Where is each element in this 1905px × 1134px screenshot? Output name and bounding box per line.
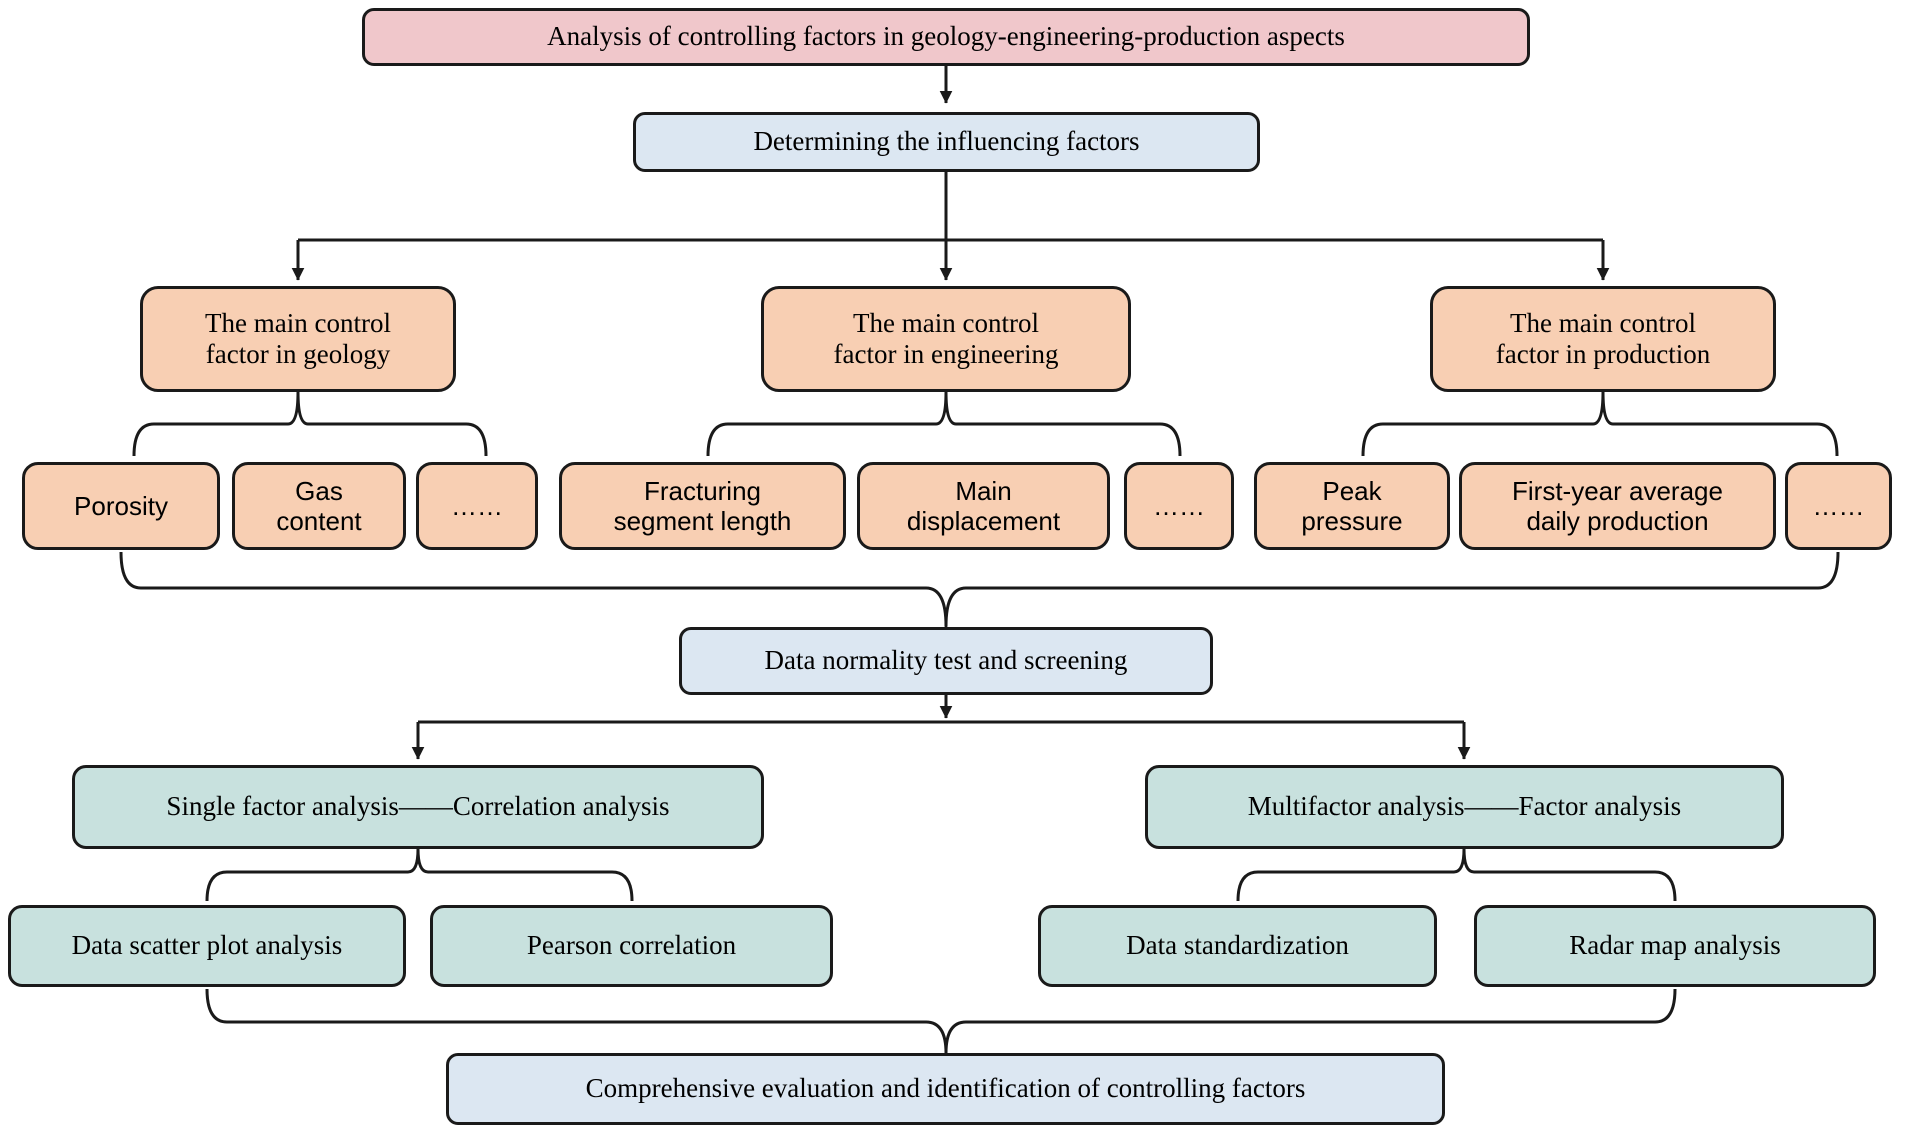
brace-production-children: [1361, 390, 1839, 457]
node-first-year-average-daily-production: First-year average daily production: [1459, 462, 1776, 550]
node-pearson-correlation: Pearson correlation: [430, 905, 833, 987]
node-production-factor: The main control factor in production: [1430, 286, 1776, 392]
node-single-factor-analysis: Single factor analysis——Correlation anal…: [72, 765, 764, 849]
node-comprehensive-evaluation: Comprehensive evaluation and identificat…: [446, 1053, 1445, 1125]
node-fracturing-segment-length: Fracturing segment length: [559, 462, 846, 550]
node-ellipsis-geology: ……: [416, 462, 538, 550]
node-ellipsis-production: ……: [1785, 462, 1892, 550]
node-ellipsis-engineering: ……: [1124, 462, 1234, 550]
node-determining-factors: Determining the influencing factors: [633, 112, 1260, 172]
node-porosity: Porosity: [22, 462, 220, 550]
node-title: Analysis of controlling factors in geolo…: [362, 8, 1530, 66]
node-engineering-factor: The main control factor in engineering: [761, 286, 1131, 392]
brace-converge-to-normality: [119, 551, 1840, 628]
brace-engineering-children: [706, 390, 1182, 457]
node-gas-content: Gas content: [232, 462, 406, 550]
node-data-standardization: Data standardization: [1038, 905, 1437, 987]
brace-converge-to-final: [205, 988, 1677, 1055]
node-data-normality-test: Data normality test and screening: [679, 627, 1213, 695]
brace-single-children: [205, 847, 634, 902]
brace-multi-children: [1236, 847, 1677, 902]
brace-geology-children: [132, 390, 488, 457]
node-main-displacement: Main displacement: [857, 462, 1110, 550]
node-peak-pressure: Peak pressure: [1254, 462, 1450, 550]
node-geology-factor: The main control factor in geology: [140, 286, 456, 392]
node-data-scatter-plot-analysis: Data scatter plot analysis: [8, 905, 406, 987]
node-radar-map-analysis: Radar map analysis: [1474, 905, 1876, 987]
node-multifactor-analysis: Multifactor analysis——Factor analysis: [1145, 765, 1784, 849]
